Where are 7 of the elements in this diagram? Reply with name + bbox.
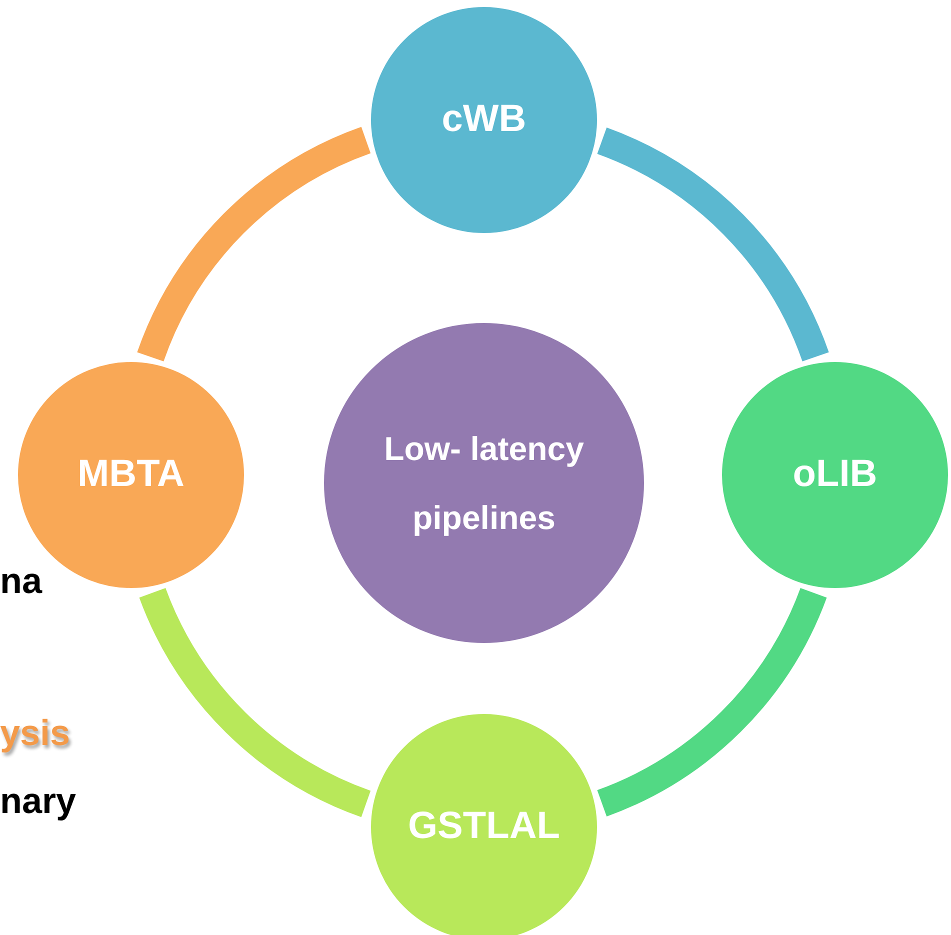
ring-arc	[596, 128, 829, 362]
ring-arc	[140, 587, 372, 817]
text-fragment: na	[0, 560, 42, 602]
ring-arc	[137, 127, 372, 362]
text-fragment: ysis	[0, 712, 70, 754]
text-fragment: nary	[0, 780, 76, 822]
ring-arc	[596, 587, 826, 816]
